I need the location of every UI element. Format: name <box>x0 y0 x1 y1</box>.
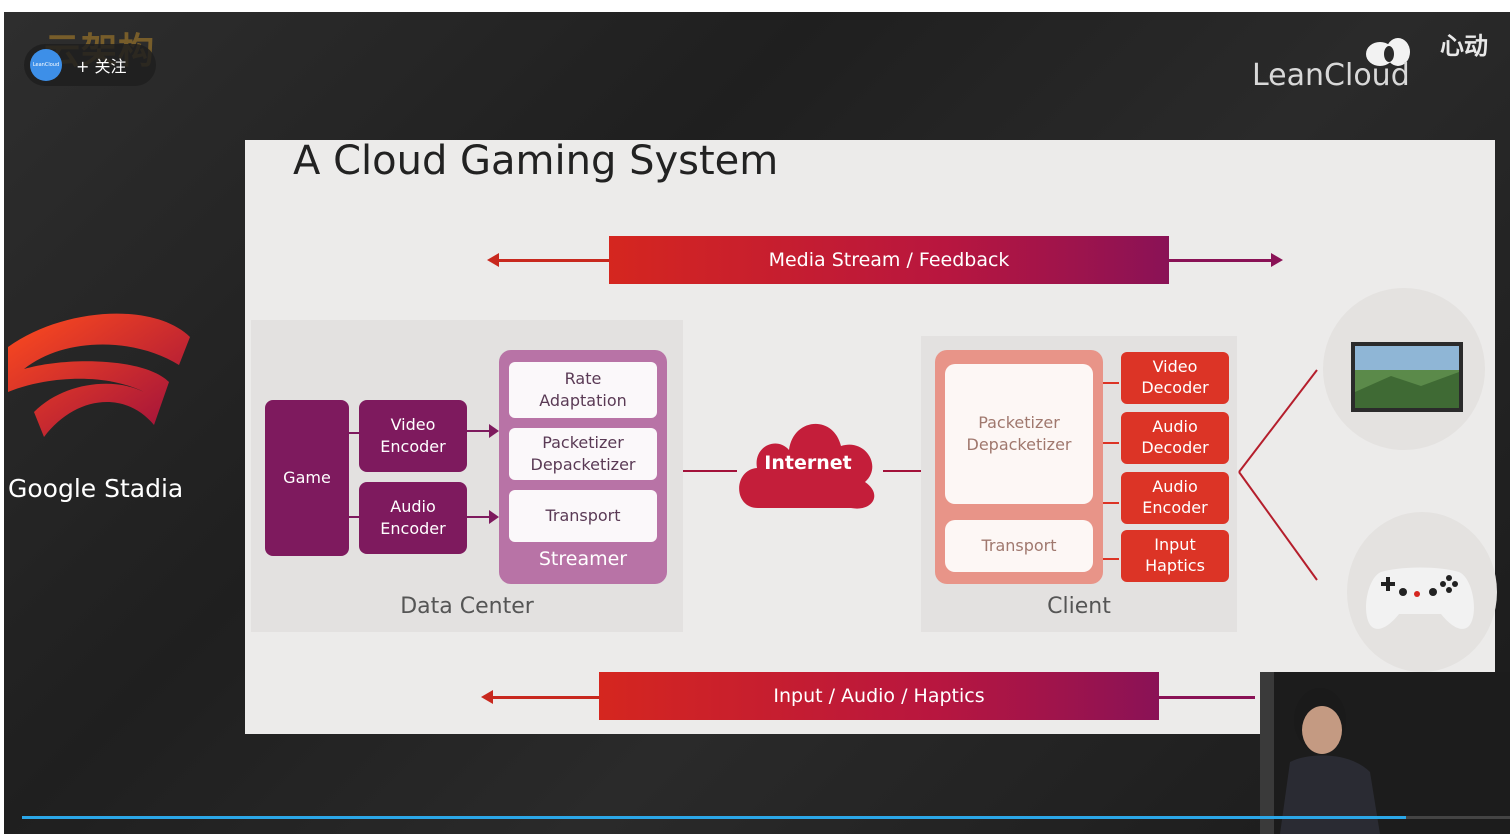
client-packetizer-label: Packetizer Depacketizer <box>966 413 1072 454</box>
leancloud-logo-icon <box>1366 38 1410 66</box>
client-arrow-2 <box>1103 442 1119 444</box>
top-arrow-right-head <box>1271 253 1283 267</box>
device-fanout-lines <box>1238 369 1318 581</box>
top-arrow-left-head <box>487 253 499 267</box>
rate-adaptation-label: Rate Adaptation <box>539 369 627 410</box>
client-transport-box: Transport <box>945 520 1093 572</box>
audio-decoder-box: Audio Decoder <box>1121 412 1229 464</box>
audio-to-streamer-head <box>489 510 499 524</box>
client-arrow-4 <box>1103 558 1119 560</box>
dc-transport-label: Transport <box>545 506 621 526</box>
game-to-audio-connector <box>349 516 359 518</box>
client-audio-encoder-box: Audio Encoder <box>1121 472 1229 524</box>
top-arrow-left-line <box>497 259 615 262</box>
presenter-silhouette-icon <box>1260 672 1380 834</box>
dc-packetizer-box: Packetizer Depacketizer <box>509 428 657 480</box>
streamer-box: Rate Adaptation Packetizer Depacketizer … <box>499 350 667 584</box>
top-arrow-right-line <box>1169 259 1273 262</box>
video-progress-fill <box>22 816 1406 819</box>
video-to-streamer-head <box>489 424 499 438</box>
client-audio-encoder-label: Audio Encoder <box>1142 477 1208 517</box>
video-decoder-label: Video Decoder <box>1141 357 1209 397</box>
internet-to-client-line <box>883 470 943 472</box>
client-label: Client <box>1047 594 1111 619</box>
tv-icon <box>1351 342 1463 412</box>
follow-button[interactable]: LeanCloud + 关注 <box>24 44 156 86</box>
game-to-video-connector <box>349 432 359 434</box>
client-transport-label: Transport <box>981 536 1057 556</box>
dc-transport-box: Transport <box>509 490 657 542</box>
slide-title: A Cloud Gaming System <box>293 138 779 184</box>
dc-packetizer-label: Packetizer Depacketizer <box>530 433 636 474</box>
video-decoder-box: Video Decoder <box>1121 352 1229 404</box>
input-haptics-label: Input Haptics <box>1145 535 1205 575</box>
video-encoder-box: Video Encoder <box>359 400 467 472</box>
video-progress-bar[interactable] <box>22 816 1510 819</box>
streamer-label: Streamer <box>538 548 628 570</box>
client-packetizer-wrap: Packetizer Depacketizer Transport <box>935 350 1103 584</box>
audio-encoder-label: Audio Encoder <box>380 497 446 538</box>
presenter-video <box>1260 672 1510 834</box>
stadia-name: Google Stadia <box>8 474 184 503</box>
bottom-arrow-left-head <box>481 690 493 704</box>
input-haptics-box: Input Haptics <box>1121 530 1229 582</box>
client-arrow-3 <box>1103 502 1119 504</box>
client-packetizer-box: Packetizer Depacketizer <box>945 364 1093 504</box>
audio-encoder-box: Audio Encoder <box>359 482 467 554</box>
bottom-arrow-left-line <box>491 696 603 699</box>
bottom-banner: Input / Audio / Haptics <box>599 672 1159 720</box>
follow-label: + 关注 <box>76 57 127 76</box>
data-center-label: Data Center <box>400 594 534 619</box>
client-arrow-1 <box>1103 382 1119 384</box>
audio-decoder-label: Audio Decoder <box>1141 417 1209 457</box>
bilibili-watermark: 心动 <box>1440 32 1488 60</box>
internet-label: Internet <box>764 452 852 474</box>
video-frame: 云架构 LeanCloud + 关注 LeanCloud 心动 Google S… <box>4 12 1510 834</box>
stadia-logo-icon <box>8 313 190 437</box>
video-to-streamer-arrow <box>467 430 495 432</box>
dc-to-internet-line <box>683 470 737 472</box>
audio-to-streamer-arrow <box>467 516 495 518</box>
tv-device-circle <box>1323 288 1485 450</box>
rate-adaptation-box: Rate Adaptation <box>509 362 657 418</box>
slide: A Cloud Gaming System Media Stream / Fee… <box>245 138 1497 734</box>
internet-cloud-icon <box>739 423 875 509</box>
video-encoder-label: Video Encoder <box>380 415 446 456</box>
brand-name: LeanCloud <box>1252 58 1410 93</box>
game-box: Game <box>265 400 349 556</box>
top-banner: Media Stream / Feedback <box>609 236 1169 284</box>
gamepad-icon <box>1366 567 1474 629</box>
controller-device-circle <box>1347 512 1497 672</box>
avatar: LeanCloud <box>30 49 62 81</box>
bottom-arrow-right-line <box>1159 696 1255 699</box>
